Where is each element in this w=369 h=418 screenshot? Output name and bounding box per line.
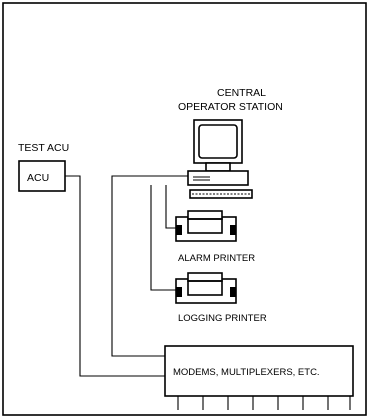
acu-label: ACU	[27, 172, 49, 184]
workstation-icon	[187, 119, 253, 199]
alarm-printer-icon	[175, 210, 237, 242]
alarm-printer-label: ALARM PRINTER	[178, 253, 255, 264]
logging-printer-cable	[150, 185, 176, 291]
station-cable	[111, 175, 188, 357]
logging-printer-icon	[175, 272, 237, 304]
central-station-label-line1: CENTRAL	[217, 87, 266, 99]
acu-box	[18, 160, 66, 192]
modem-output-lines	[177, 396, 351, 410]
acu-cable	[65, 175, 165, 377]
alarm-printer-cable	[165, 185, 176, 229]
logging-printer-label: LOGGING PRINTER	[178, 313, 267, 324]
central-station-label-line2: OPERATOR STATION	[178, 101, 283, 113]
modems-label: MODEMS, MULTIPLEXERS, ETC.	[173, 367, 320, 378]
test-acu-label: TEST ACU	[18, 142, 69, 154]
modems-box	[164, 345, 354, 397]
diagram-frame	[2, 2, 367, 416]
